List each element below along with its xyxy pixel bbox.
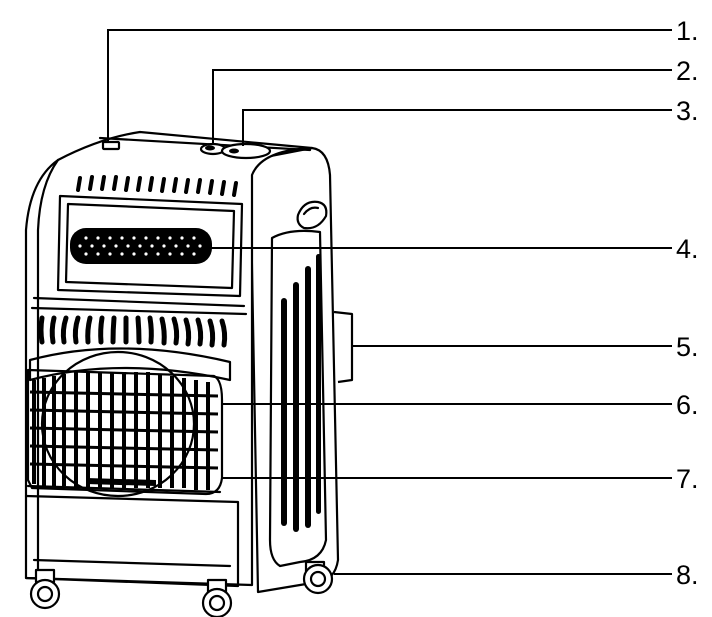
- callout-label-6: 6.: [676, 392, 699, 419]
- piezo-ignition: [103, 142, 119, 149]
- callout-label-8: 8.: [676, 562, 699, 589]
- callout-label-4: 4.: [676, 236, 699, 263]
- callout-label-5: 5.: [676, 334, 699, 361]
- cylinder-bracket: [334, 312, 352, 382]
- callout-label-3: 3.: [676, 98, 699, 125]
- callout-label-1: 1.: [676, 18, 699, 45]
- callout-label-7: 7.: [676, 466, 699, 493]
- callout-label-2: 2.: [676, 58, 699, 85]
